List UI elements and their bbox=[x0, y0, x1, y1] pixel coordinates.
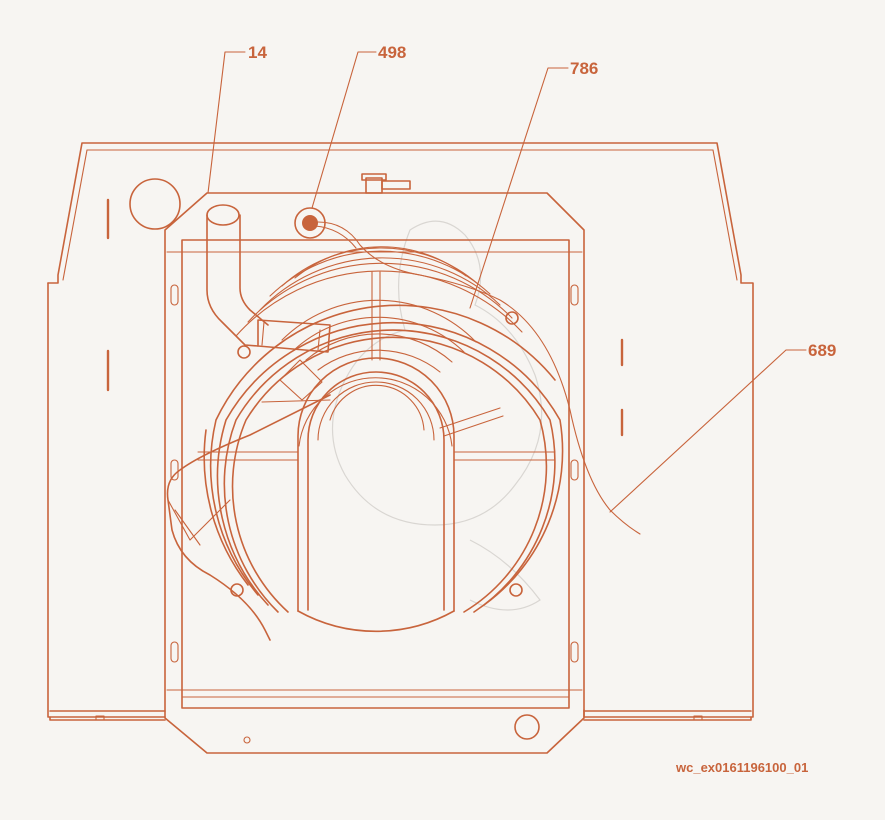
callout-689: 689 bbox=[808, 341, 836, 360]
drawing-reference: wc_ex0161196100_01 bbox=[675, 760, 808, 775]
shroud-panel bbox=[47, 142, 754, 721]
radiator-hose bbox=[206, 204, 331, 353]
refrigerant-line bbox=[166, 221, 641, 641]
coil-guard bbox=[197, 246, 564, 633]
watermark bbox=[332, 220, 543, 611]
leader-lines bbox=[207, 51, 807, 513]
sight-glass bbox=[294, 207, 326, 239]
callout-498: 498 bbox=[378, 43, 406, 62]
callout-786: 786 bbox=[570, 59, 598, 78]
callout-14: 14 bbox=[248, 43, 267, 62]
radiator-frame bbox=[164, 173, 585, 754]
